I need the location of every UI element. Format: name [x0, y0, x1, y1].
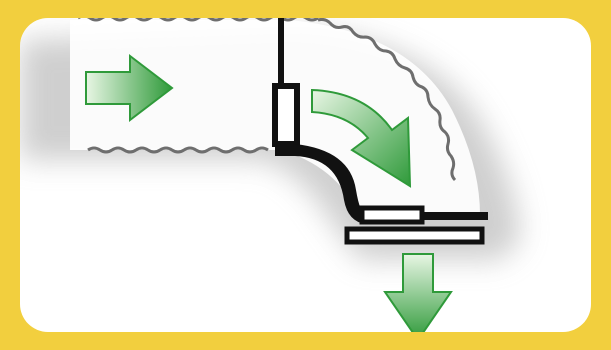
fitting-outlet-collar [359, 205, 425, 225]
fitting-collar [272, 83, 300, 147]
elbow-fitting [272, 18, 488, 245]
duct-outer-bend-wall [317, 18, 457, 182]
outlet-flow-arrow [383, 253, 453, 332]
bend-flow-arrow [311, 88, 412, 188]
duct-top-wall [77, 18, 319, 22]
ceiling-diffuser-plate [344, 226, 485, 245]
inlet-flow-arrow [85, 53, 174, 123]
fitting-elbow-curve [275, 144, 366, 224]
duct-bottom-wall [87, 146, 269, 154]
